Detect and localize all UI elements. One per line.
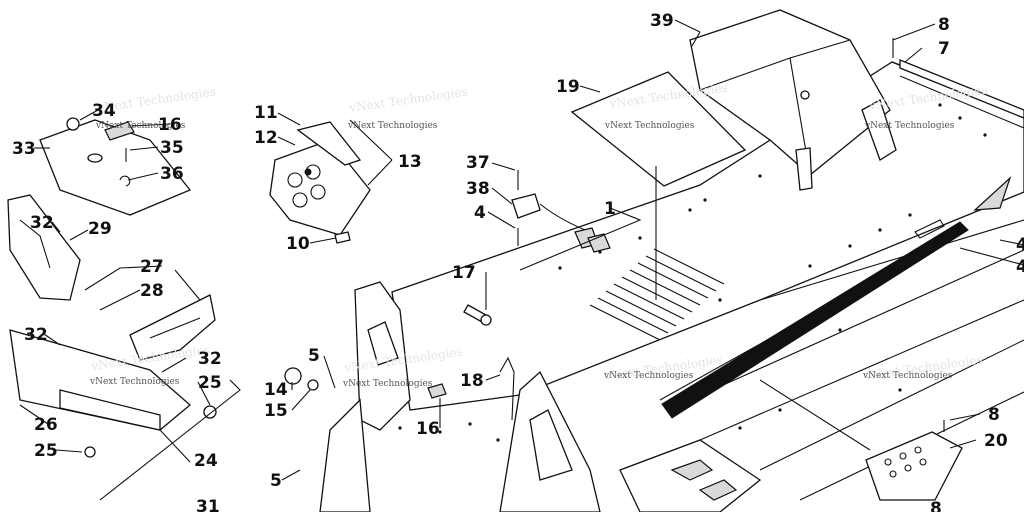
callout-19: 19 — [556, 77, 580, 97]
callout-38: 38 — [466, 179, 490, 199]
callout-31: 31 — [196, 497, 220, 512]
callout-5-upper: 5 — [308, 346, 320, 366]
callout-29: 29 — [88, 219, 112, 239]
callout-10: 10 — [286, 234, 310, 254]
callout-12: 12 — [254, 128, 278, 148]
callout-20: 20 — [984, 431, 1008, 451]
mount-plate-group — [269, 121, 371, 244]
callout-24: 24 — [194, 451, 218, 471]
callout-16-mid: 16 — [416, 419, 440, 439]
callout-32-right: 32 — [198, 349, 222, 369]
callout-4-right-lower: 4 — [1016, 257, 1024, 277]
callout-4-right-upper: 4 — [1016, 235, 1024, 255]
callout-1: 1 — [604, 199, 616, 219]
callout-28: 28 — [140, 281, 164, 301]
callout-36: 36 — [160, 164, 184, 184]
callout-8-bottom: 8 — [930, 499, 942, 512]
leader-lines — [19, 19, 1024, 501]
callout-5-lower: 5 — [270, 471, 282, 491]
callout-32-left: 32 — [24, 325, 48, 345]
tunnel-chassis — [319, 61, 1024, 512]
hardware-parts — [284, 38, 1024, 501]
left-bracket-group — [7, 117, 217, 458]
seat-assembly — [689, 9, 897, 191]
watermark-1: vNext Technologies — [95, 121, 186, 131]
callout-15: 15 — [264, 401, 288, 421]
callout-32-upper: 32 — [30, 213, 54, 233]
watermark-3: vNext Technologies — [604, 121, 695, 131]
heat-mat — [570, 71, 747, 187]
callout-13: 13 — [398, 152, 422, 172]
watermark-6: vNext Technologies — [342, 379, 433, 389]
callout-25-upper: 25 — [198, 373, 222, 393]
callout-16-top: 16 — [158, 115, 182, 135]
watermark-4: vNext Technologies — [864, 121, 955, 131]
watermark-5: vNext Technologies — [89, 377, 180, 387]
watermark-7: vNext Technologies — [603, 371, 694, 381]
callout-35: 35 — [160, 138, 184, 158]
callout-39: 39 — [650, 11, 674, 31]
callout-27: 27 — [140, 257, 164, 277]
watermark-2: vNext Technologies — [347, 121, 438, 131]
callout-17: 17 — [452, 263, 476, 283]
callout-26: 26 — [34, 415, 58, 435]
callout-25-lower: 25 — [34, 441, 58, 461]
callout-labels: 34 16 33 35 36 32 29 27 28 32 32 25 26 2… — [12, 11, 1024, 512]
callout-4-left: 4 — [474, 203, 486, 223]
watermark-8: vNext Technologies — [862, 371, 953, 381]
callout-7: 7 — [938, 39, 950, 59]
callout-33: 33 — [12, 139, 36, 159]
callout-37: 37 — [466, 153, 490, 173]
callout-18: 18 — [460, 371, 484, 391]
callout-11: 11 — [254, 103, 278, 123]
callout-14: 14 — [264, 380, 288, 400]
watermark-shadow-2: vNext Technologies — [347, 85, 468, 116]
callout-34: 34 — [92, 101, 116, 121]
callout-8-top: 8 — [938, 15, 950, 35]
callout-8-lower: 8 — [988, 405, 1000, 425]
